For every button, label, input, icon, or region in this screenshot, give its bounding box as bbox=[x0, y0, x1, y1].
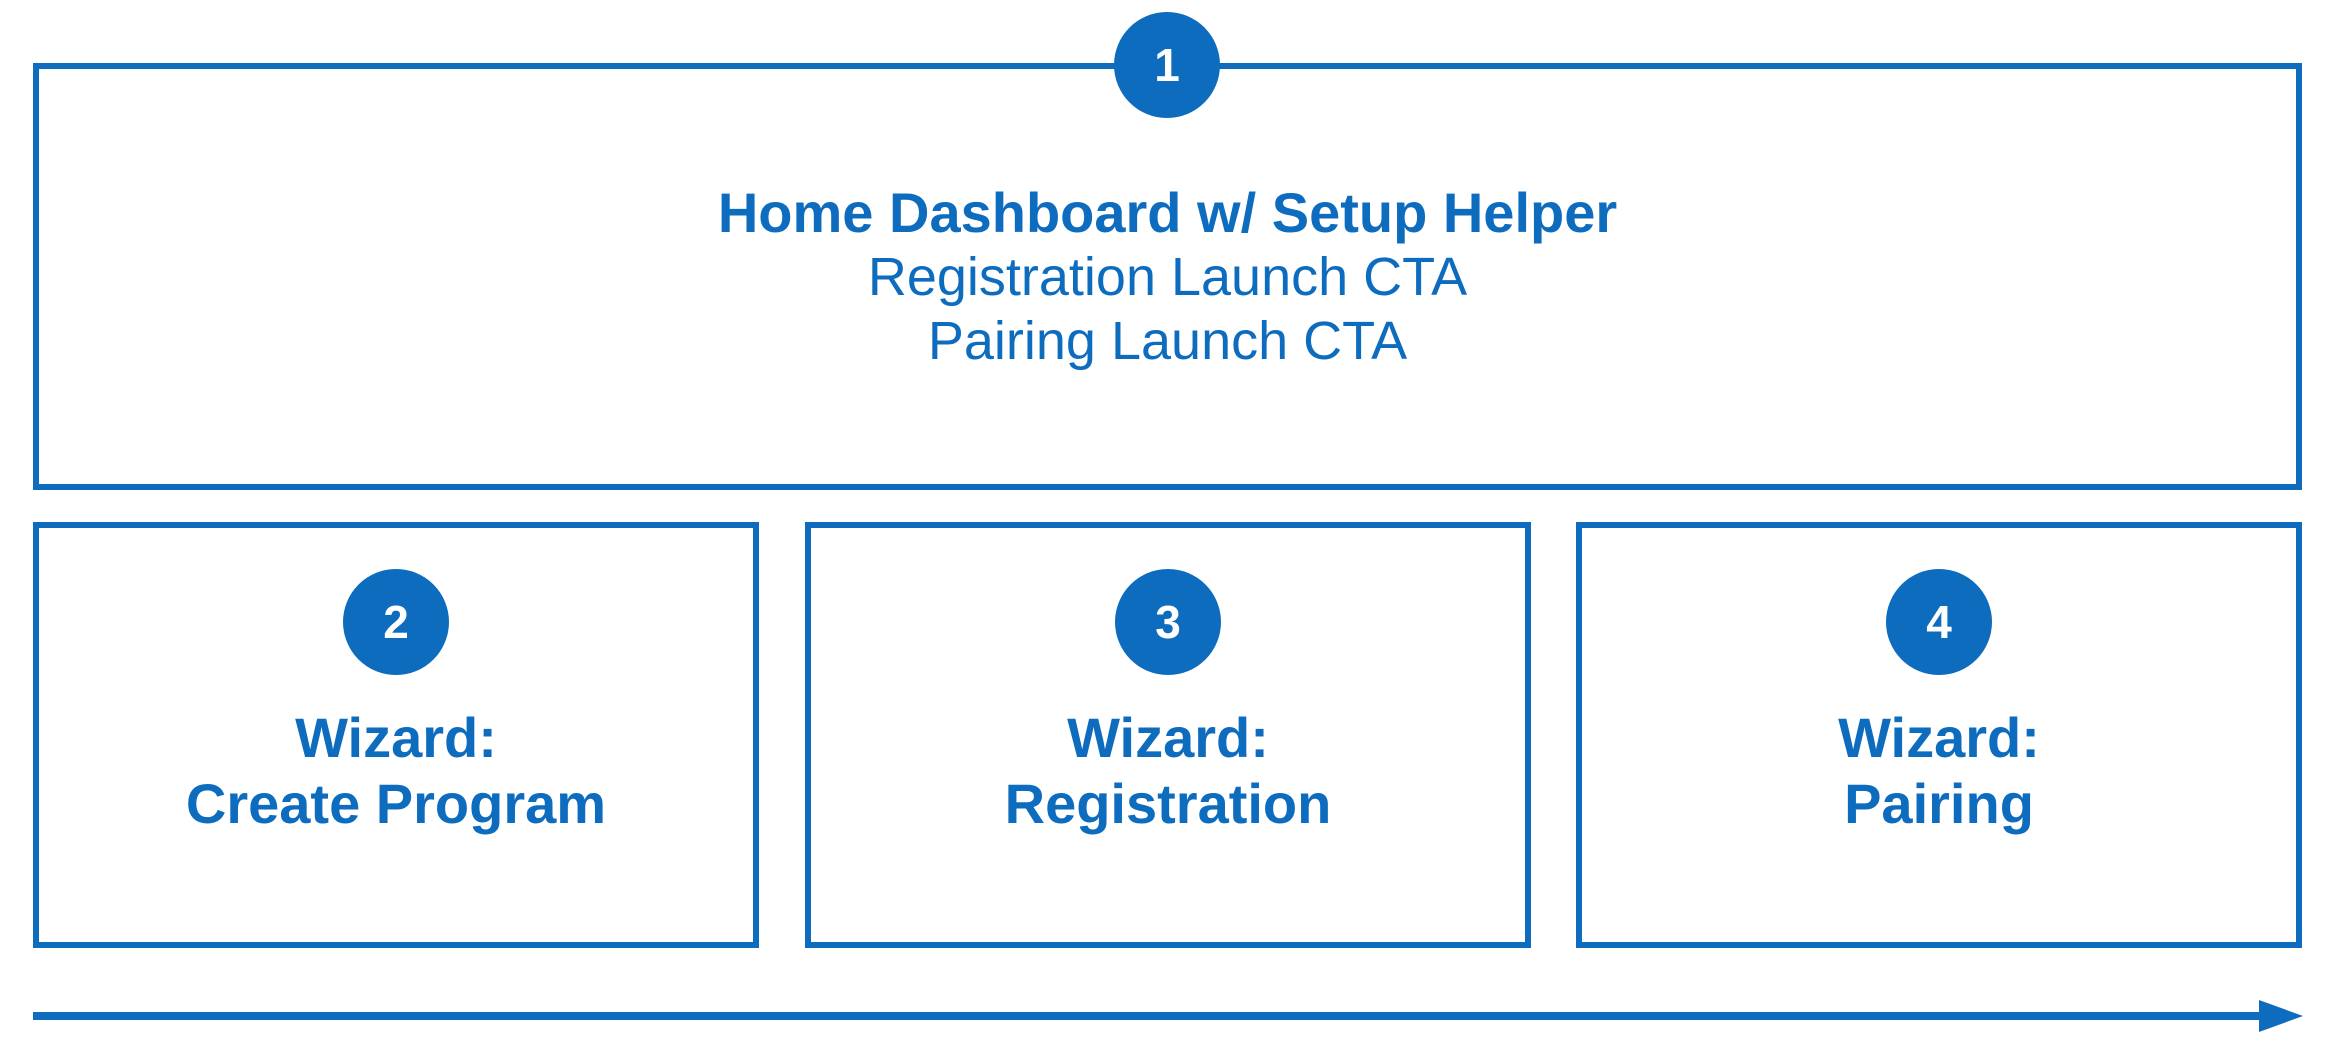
step-1-number-badge: 1 bbox=[1114, 12, 1220, 118]
wizard-registration-label-line-2: Registration bbox=[1004, 772, 1332, 835]
wizard-create-program-label-line-2: Create Program bbox=[185, 772, 607, 835]
step-card-wizard-registration: 3 Wizard: Registration bbox=[805, 522, 1531, 948]
step-4-number-badge: 4 bbox=[1886, 569, 1992, 675]
wizard-pairing-label-line-2: Pairing bbox=[1844, 772, 2034, 835]
pairing-launch-cta-label: Pairing Launch CTA bbox=[927, 310, 1408, 371]
step-card-home-dashboard: Home Dashboard w/ Setup Helper Registrat… bbox=[33, 63, 2302, 490]
step-card-wizard-pairing: 4 Wizard: Pairing bbox=[1576, 522, 2302, 948]
registration-launch-cta-label: Registration Launch CTA bbox=[867, 246, 1468, 307]
step-1-number: 1 bbox=[1154, 39, 1180, 91]
step-card-wizard-create-program: 2 Wizard: Create Program bbox=[33, 522, 759, 948]
step-2-number: 2 bbox=[383, 596, 409, 648]
wizard-registration-label-line-1: Wizard: bbox=[1067, 706, 1269, 769]
step-3-number: 3 bbox=[1155, 596, 1181, 648]
step-2-number-badge: 2 bbox=[343, 569, 449, 675]
step-4-number: 4 bbox=[1926, 596, 1952, 648]
flow-arrow-right-icon bbox=[33, 1000, 2303, 1032]
step-3-number-badge: 3 bbox=[1115, 569, 1221, 675]
wizard-create-program-label-line-1: Wizard: bbox=[295, 706, 497, 769]
wizard-pairing-label-line-1: Wizard: bbox=[1838, 706, 2040, 769]
home-dashboard-title: Home Dashboard w/ Setup Helper bbox=[717, 180, 1618, 244]
